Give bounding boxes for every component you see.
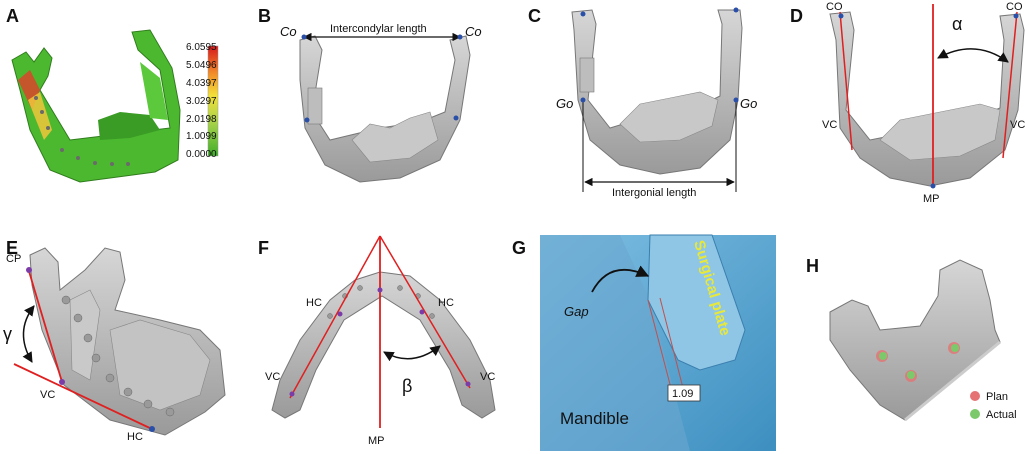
landmark-vc-left-f xyxy=(289,391,295,397)
co-left-label: Co xyxy=(280,24,297,39)
gap-value: 1.09 xyxy=(672,388,693,400)
mandible-model-b xyxy=(299,35,471,183)
mandible-section-h xyxy=(829,259,1001,422)
panel-g: G Gap Surgical plate 1.09 Mandible xyxy=(512,234,776,451)
landmark-vc-e xyxy=(59,379,65,385)
gap-line-2 xyxy=(659,297,685,393)
gap-value-box xyxy=(667,384,701,402)
bone-shade xyxy=(540,235,690,451)
landmark-hc-left-f xyxy=(337,311,343,317)
mandible-model-f xyxy=(271,271,496,419)
landmark-co-right xyxy=(457,34,463,40)
panel-h: H Plan Actual xyxy=(806,256,1017,422)
legend-h: Plan Actual xyxy=(970,391,1017,421)
vc-left-d: VC xyxy=(822,119,837,131)
ramus-line-left xyxy=(839,11,853,151)
mandible-model-c xyxy=(571,9,743,175)
scale-tick-4: 2.0198 xyxy=(186,114,217,125)
posterior-ramus-line xyxy=(27,267,63,383)
go-right-label: Go xyxy=(740,96,757,111)
mandible-model-e xyxy=(29,247,226,436)
landmark-c-top-left xyxy=(580,11,586,17)
vc-left-f: VC xyxy=(265,371,280,383)
beta-label: β xyxy=(402,376,412,396)
scale-tick-3: 3.0297 xyxy=(186,96,217,107)
screw-holes-h xyxy=(876,342,960,382)
landmark-b-right xyxy=(453,115,459,121)
panel-c: C Intergonial length Go Go xyxy=(528,6,757,199)
scale-tick-2: 4.0397 xyxy=(186,78,217,89)
panel-label-h: H xyxy=(806,256,819,276)
landmark-c-top-right xyxy=(733,7,739,13)
vc-right-f: VC xyxy=(480,371,495,383)
gap-arrow xyxy=(591,265,650,293)
landmark-co-left xyxy=(301,34,307,40)
scale-tick-0: 6.0595 xyxy=(186,42,217,53)
legend-plan-label: Plan xyxy=(986,391,1008,403)
co-right-d: CO xyxy=(1006,1,1023,13)
left-body-line xyxy=(289,235,381,399)
mp-f: MP xyxy=(368,435,385,447)
cp-label: CP xyxy=(6,253,21,265)
gap-label: Gap xyxy=(564,304,589,319)
intergonial-label: Intergonial length xyxy=(612,187,696,199)
hc-left-f: HC xyxy=(306,297,322,309)
right-body-line xyxy=(379,235,471,389)
panel-label-e: E xyxy=(6,238,18,258)
landmark-mp-d xyxy=(930,183,936,189)
landmark-co-right-d xyxy=(1013,13,1019,19)
landmark-vc-right-f xyxy=(465,381,471,387)
hc-label-e: HC xyxy=(127,431,143,443)
go-left-label: Go xyxy=(556,96,573,111)
ramus-line-right xyxy=(1002,11,1018,159)
mandible-model-d xyxy=(829,11,1025,187)
landmark-b-left xyxy=(304,117,310,123)
legend-actual-marker xyxy=(970,409,980,419)
panel-a: A 6.0595 5.0496 4.0397 3.0297 2.0198 1.0… xyxy=(6,6,219,183)
panel-label-f: F xyxy=(258,238,269,258)
landmark-go-right xyxy=(733,97,739,103)
landmark-center-f xyxy=(377,287,383,293)
vc-right-d: VC xyxy=(1010,119,1025,131)
panel-label-g: G xyxy=(512,238,526,258)
alpha-label: α xyxy=(952,14,962,34)
alpha-angle-arrow xyxy=(937,48,1009,63)
vc-label-e: VC xyxy=(40,389,55,401)
landmark-cp xyxy=(26,267,32,273)
scale-tick-1: 5.0496 xyxy=(186,60,217,71)
mp-d: MP xyxy=(923,193,940,205)
gap-line-1 xyxy=(647,299,673,393)
landmark-hc-right-f xyxy=(419,309,425,315)
co-right-label: Co xyxy=(465,24,482,39)
co-left-d: CO xyxy=(826,1,843,13)
mandible-label: Mandible xyxy=(560,409,629,428)
color-scale: 6.0595 5.0496 4.0397 3.0297 2.0198 1.009… xyxy=(186,42,219,160)
panel-e: E γ CP VC HC xyxy=(3,238,226,443)
panel-d: D α CO CO VC VC MP xyxy=(790,1,1025,205)
legend-plan-marker xyxy=(970,391,980,401)
landmark-co-left-d xyxy=(838,13,844,19)
gamma-label: γ xyxy=(3,324,12,344)
panel-f: F β HC HC VC VC MP xyxy=(258,235,496,447)
landmark-hc-e xyxy=(149,426,155,432)
scale-tick-5: 1.0099 xyxy=(186,131,217,142)
panel-b: B Intercondylar length Co Co xyxy=(258,6,482,183)
mandible-heatmap-model xyxy=(11,29,181,183)
panel-label-b: B xyxy=(258,6,271,26)
panel-label-c: C xyxy=(528,6,541,26)
surgical-plate-shape xyxy=(647,234,746,371)
legend-actual-label: Actual xyxy=(986,409,1017,421)
panel-label-d: D xyxy=(790,6,803,26)
beta-angle-arrow xyxy=(383,345,441,362)
scale-tick-6: 0.0000 xyxy=(186,149,217,160)
hc-right-f: HC xyxy=(438,297,454,309)
color-scale-bar xyxy=(207,45,219,157)
intercondylar-label: Intercondylar length xyxy=(330,23,427,35)
mandibular-plane-line xyxy=(13,363,155,431)
gamma-angle-arrow xyxy=(22,305,35,363)
panel-label-a: A xyxy=(6,6,19,26)
landmark-go-left xyxy=(580,97,586,103)
